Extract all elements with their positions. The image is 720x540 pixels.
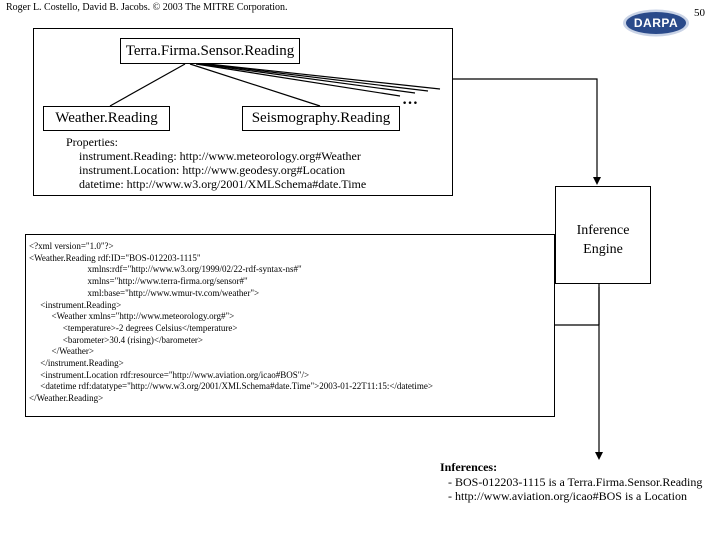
properties-label: Properties:	[66, 135, 118, 149]
class-node-terra-firma: Terra.Firma.Sensor.Reading	[120, 38, 300, 64]
xml-line: </Weather>	[29, 346, 94, 357]
page-number: 50	[694, 7, 705, 19]
subclass-line-extra-1	[195, 63, 401, 97]
inference-item: - http://www.aviation.org/icao#BOS is a …	[448, 489, 687, 503]
xml-line: xmlns:rdf="http://www.w3.org/1999/02/22-…	[29, 264, 302, 275]
xml-line: </Weather.Reading>	[29, 393, 104, 404]
xml-line: <Weather.Reading rdf:ID="BOS-012203-1115…	[29, 252, 201, 263]
inference-engine-box: Inference Engine	[555, 186, 651, 284]
darpa-logo-emblem	[623, 9, 689, 37]
subclass-line-extra-2	[199, 63, 416, 94]
flow-arrows	[453, 78, 603, 460]
darpa-logo-text: DARPA	[633, 16, 679, 30]
property-instrument-reading: instrument.Reading: http://www.meteorolo…	[79, 149, 361, 163]
xml-line: <temperature>-2 degrees Celsius</tempera…	[29, 322, 238, 333]
more-subclasses-ellipsis: …	[402, 91, 420, 108]
properties-list: Properties: instrument.Reading: http://w…	[66, 135, 366, 191]
xml-line: </instrument.Reading>	[29, 358, 124, 369]
ontology-to-engine-arrow	[453, 78, 601, 185]
subclass-line-extra-4	[207, 63, 441, 90]
xml-line: <?xml version="1.0"?>	[29, 241, 114, 251]
xml-line: <instrument.Location rdf:resource="http:…	[29, 369, 310, 380]
subclass-line-seismo	[189, 63, 321, 107]
inferences-output: Inferences: - BOS-012203-1115 is a Terra…	[440, 460, 702, 504]
subclass-line-weather	[109, 63, 186, 107]
subclass-line-extra-3	[203, 63, 429, 92]
inference-engine-line1: Inference	[576, 223, 630, 238]
xml-line: xmlns="http://www.terra-firma.org/sensor…	[29, 276, 248, 287]
xml-line: <barometer>30.4 (rising)</barometer>	[29, 334, 204, 345]
property-instrument-location: instrument.Location: http://www.geodesy.…	[79, 163, 346, 177]
property-datetime: datetime: http://www.w3.org/2001/XMLSche…	[79, 177, 367, 191]
xml-instance-panel	[25, 234, 555, 417]
xml-line: <datetime rdf:datatype="http://www.w3.or…	[29, 381, 433, 392]
xml-line: <Weather xmlns="http://www.meteorology.o…	[29, 311, 235, 322]
class-node-seismography: Seismography.Reading	[242, 106, 400, 131]
inferences-label: Inferences:	[440, 460, 498, 474]
header-credit: Roger L. Costello, David B. Jacobs. © 20…	[6, 2, 288, 13]
class-node-weather: Weather.Reading	[43, 106, 170, 131]
darpa-logo: DARPA	[621, 8, 691, 38]
inference-engine-line2: Engine	[583, 242, 623, 257]
xml-line: <instrument.Reading>	[29, 299, 122, 310]
inference-item: - BOS-012203-1115 is a Terra.Firma.Senso…	[448, 474, 703, 489]
xml-line: xml:base="http://www.wmur-tv.com/weather…	[29, 287, 260, 298]
ontology-panel	[33, 28, 453, 196]
subclass-lines	[109, 63, 441, 107]
xml-instance-code: <?xml version="1.0"?><Weather.Reading rd…	[29, 241, 433, 405]
